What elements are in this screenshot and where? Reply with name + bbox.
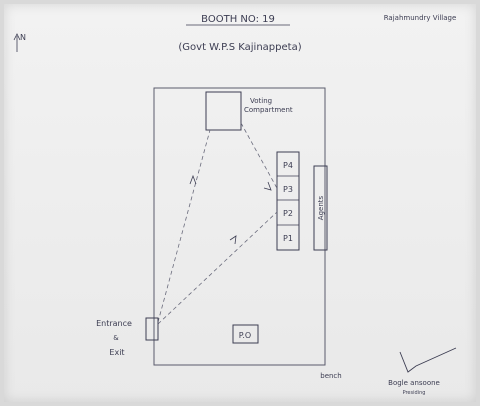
signature-designation: Presiding [403, 390, 426, 396]
entrance-label: Entrance [96, 319, 132, 328]
signature-mark [399, 347, 457, 373]
flow-arrow-icons [189, 174, 272, 245]
voting-compartment-box [205, 91, 242, 131]
voting-compartment-label: Voting Compartment [244, 97, 293, 114]
booth-title: BOOTH NO: 19 [201, 14, 275, 25]
officer-p2: P2 [283, 209, 293, 218]
officer-p3: P3 [283, 185, 293, 194]
booth-subtitle: (Govt W.P.S Kajinappeta) [178, 42, 301, 53]
voting-label-line2: Compartment [244, 106, 293, 114]
presiding-officer-label: P.O [239, 331, 251, 340]
booth-room-outline [153, 87, 326, 366]
voter-flow-paths [157, 122, 279, 325]
village-name: Rajahmundry Village [384, 14, 457, 22]
entrance-door-box [145, 317, 159, 341]
polling-officers-table: P4 P3 P2 P1 [276, 151, 300, 251]
paper-sheet [4, 4, 476, 402]
voting-label-line1: Voting [250, 97, 272, 105]
signature-name: Bogle ansoone [388, 379, 440, 387]
agents-bench-box [313, 165, 328, 251]
agents-label: Agents [317, 195, 325, 220]
north-arrow-icon [13, 33, 21, 52]
presiding-officer-box [232, 324, 259, 344]
north-label: N [20, 33, 26, 42]
ampersand-label: & [113, 334, 119, 342]
exit-label: Exit [109, 348, 124, 357]
officer-p4: P4 [283, 161, 293, 170]
officer-p1: P1 [283, 234, 293, 243]
bench-label: bench [320, 372, 341, 380]
